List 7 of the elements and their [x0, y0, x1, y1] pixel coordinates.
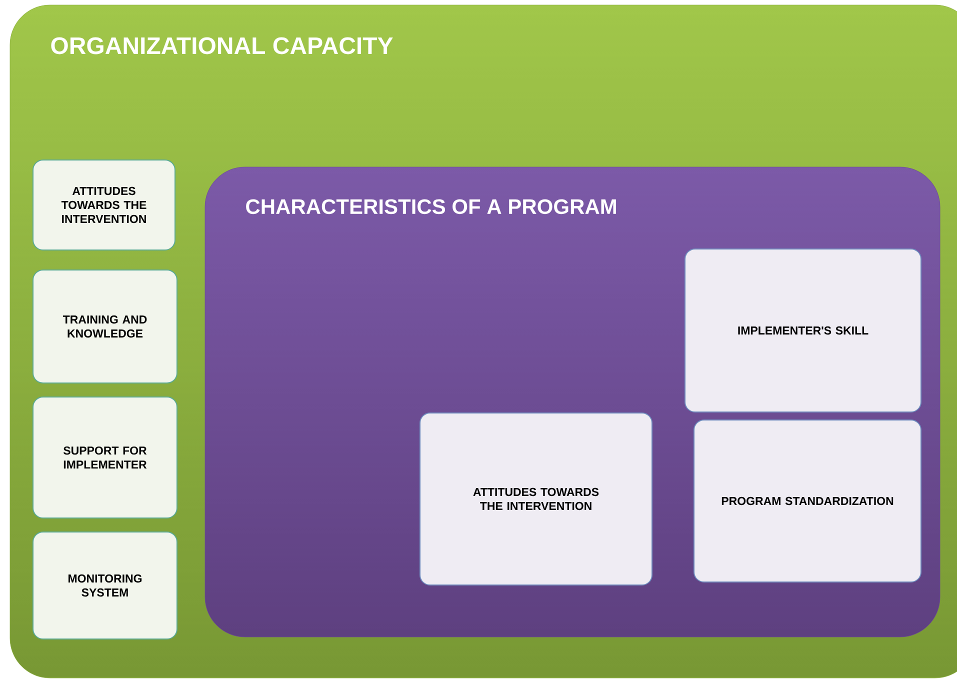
factor-box: ATTITUDES TOWARDS THE INTERVENTION [420, 412, 652, 586]
factor-box: TRAINING AND KNOWLEDGE [32, 270, 178, 384]
factor-box: MONITORING SYSTEM [32, 532, 178, 640]
factor-box: PROGRAM STANDARDIZATION [694, 420, 922, 582]
factor-box: ATTITUDES TOWARDS THE INTERVENTION [32, 160, 176, 250]
factor-box: SUPPORT FOR IMPLEMENTER [32, 396, 178, 518]
factor-box: IMPLEMENTER'S SKILL [684, 248, 922, 412]
